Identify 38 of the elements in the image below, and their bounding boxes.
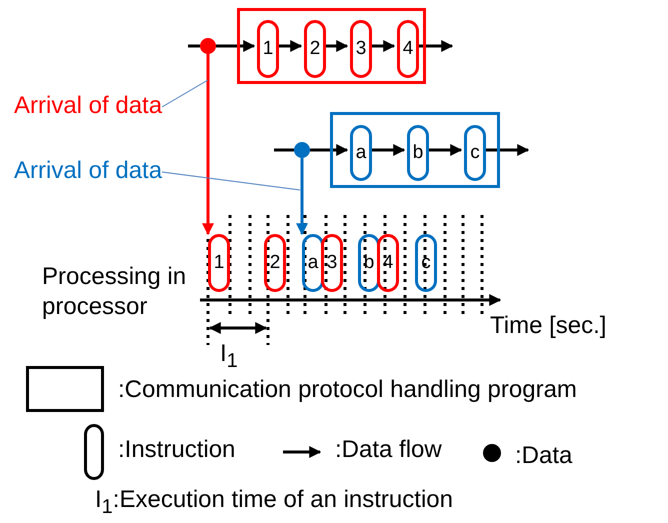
instruction-pill: 1 [257,20,279,78]
arrow [296,158,308,236]
instruction-pill: a [302,234,324,292]
arrow [276,40,302,52]
dimension-label: I$_{1}$ [220,340,238,374]
data-dot [294,142,310,158]
arrow [310,144,348,156]
instruction-pill: b [407,125,429,181]
program-box [237,8,426,84]
data-dot [200,38,216,54]
legend-text: :Data flow [335,436,442,464]
axis-label: Time [sec.] [490,312,606,340]
program-box [330,112,500,188]
arrow [426,144,462,156]
arrow [323,40,348,52]
instruction-pill: 3 [350,20,372,78]
arrow [369,40,396,52]
instruction-pill: c [464,125,486,181]
instruction-pill: 2 [264,234,286,292]
leader-line [162,172,300,190]
instruction-pill: 1 [208,234,230,292]
instruction-pill: 2 [304,20,326,78]
instruction-pill: 3 [321,234,343,292]
processing-label: Processing in processor [42,262,188,322]
arrow [369,144,406,156]
legend-text: :Data [515,442,572,470]
arrow [483,144,530,156]
arrow [216,40,256,52]
instruction-pill: 4 [397,20,419,78]
legend-text: :Instruction [118,436,236,464]
arrow [202,54,214,236]
arrow [416,40,454,52]
leader-line [162,80,208,108]
legend-text: :Communication protocol handling program [118,376,577,404]
definition-note: I$_{1}$:Execution time of an instruction [95,486,453,520]
arrival-label: Arrival of data [14,157,162,187]
instruction-pill: a [350,125,372,181]
arrival-label: Arrival of data [14,92,162,122]
